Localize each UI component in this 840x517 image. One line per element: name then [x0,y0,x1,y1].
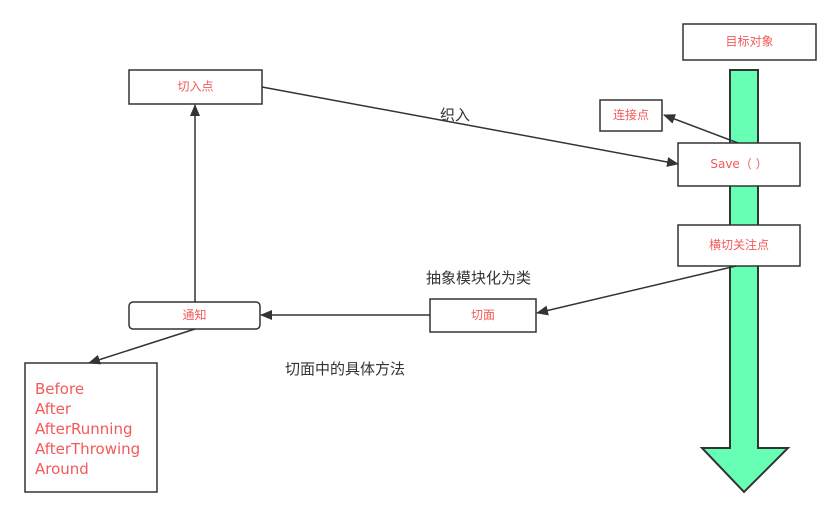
abstract-modularize-label: 抽象模块化为类 [426,269,531,287]
advice-types-node: Before After AfterRunning AfterThrowing … [24,362,158,493]
weaving-label: 织入 [440,106,470,124]
target-flow-arrow [699,69,791,494]
edge-concern-to-aspect [536,265,737,316]
target-object-node: 目标对象 [682,23,817,61]
target-object-label: 目标对象 [725,35,773,49]
pointcut-node: 切入点 [128,69,263,105]
advice-label: 通知 [182,308,206,322]
advice-type-after-running: AfterRunning [35,420,133,438]
advice-type-after: After [35,400,72,418]
aspect-methods-label: 切面中的具体方法 [285,360,405,378]
crosscutting-concern-label: 横切关注点 [709,237,769,252]
crosscutting-concern-node: 横切关注点 [677,224,801,267]
save-method-node: Save（ ） [677,142,801,187]
edge-pointcut-to-save [261,86,679,167]
joinpoint-node: 连接点 [599,99,663,132]
pointcut-label: 切入点 [177,80,213,94]
advice-type-after-throwing: AfterThrowing [35,440,140,458]
aspect-node: 切面 [429,298,537,333]
aspect-label: 切面 [471,308,495,322]
edge-save-to-joinpoint [663,114,739,144]
joinpoint-label: 连接点 [613,107,649,122]
edge-advice-to-types [88,328,196,365]
advice-node: 通知 [128,301,261,330]
save-method-label: Save（ ） [710,157,767,171]
advice-type-before: Before [35,380,84,398]
advice-type-around: Around [35,460,89,478]
